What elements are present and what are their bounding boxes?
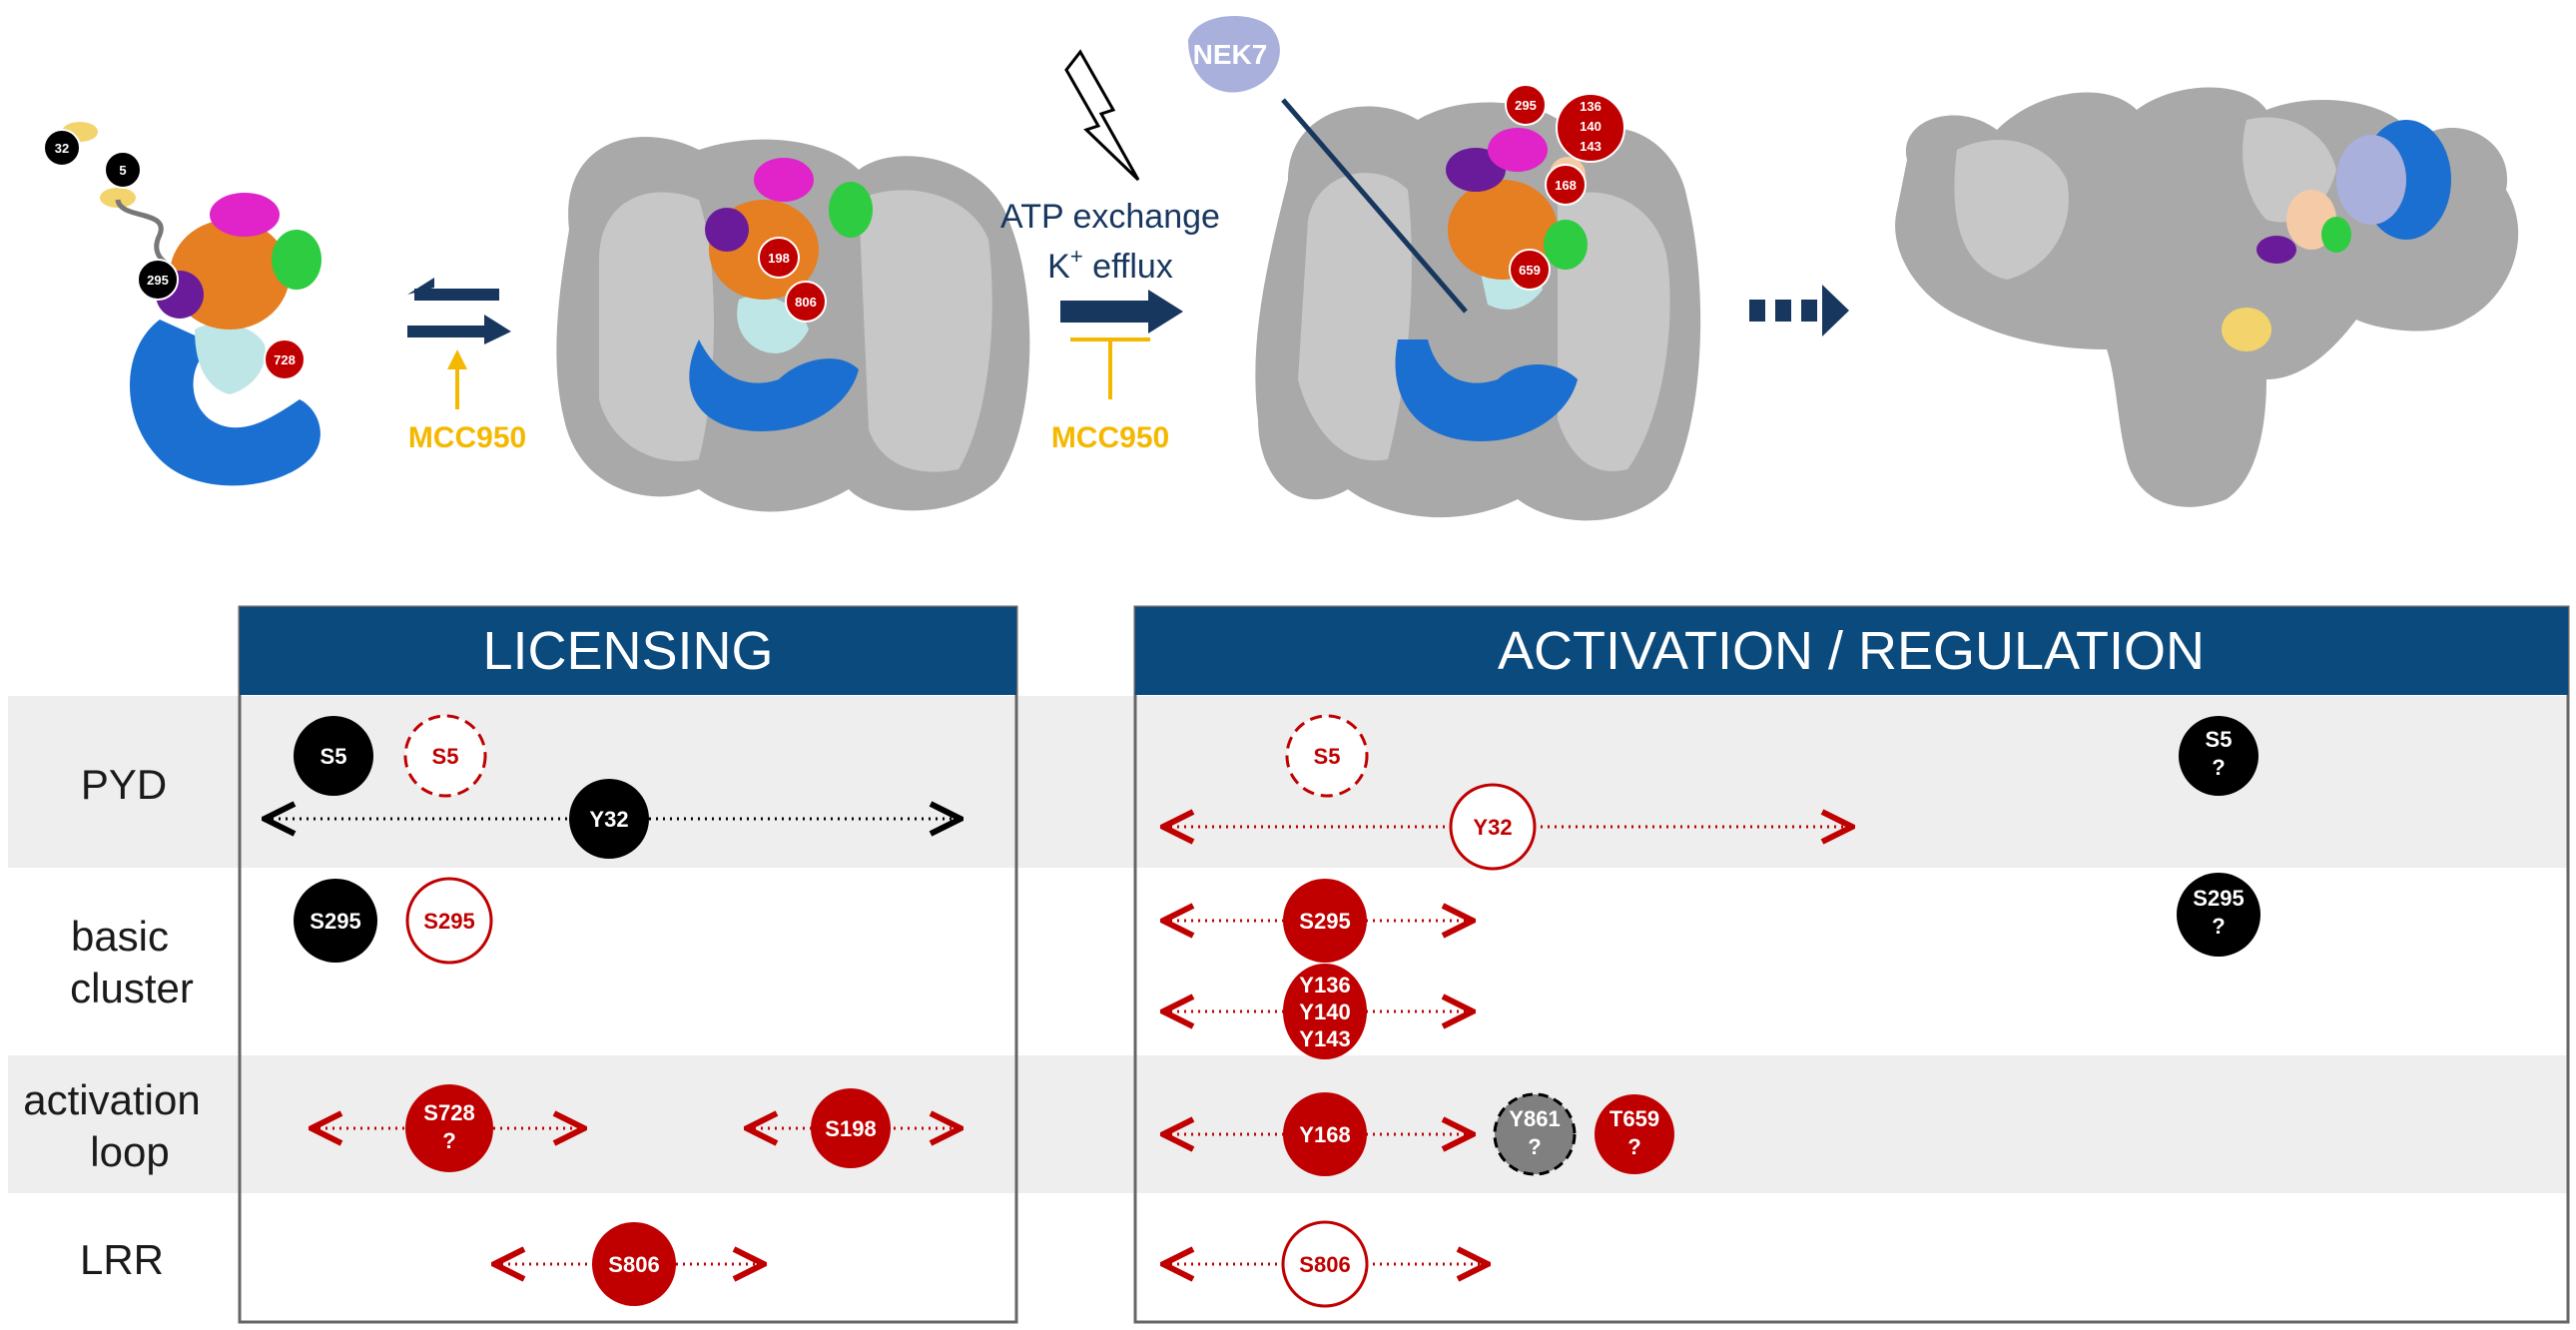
site-lic-pyd-y32: Y32 — [569, 779, 649, 859]
site-lic-basic-s295-open: S295 — [405, 877, 493, 965]
label-136-140-143: 136 140 143 — [1556, 93, 1625, 163]
svg-text:S806: S806 — [1299, 1252, 1350, 1277]
svg-text:Y32: Y32 — [1473, 815, 1512, 840]
label-295: 295 — [137, 259, 179, 301]
svg-text:MCC950: MCC950 — [1051, 421, 1169, 454]
label-295: 295 — [1505, 84, 1547, 126]
label-5: 5 — [104, 151, 142, 189]
svg-text:MCC950: MCC950 — [408, 421, 526, 454]
row-label-pyd: PYD — [81, 761, 167, 808]
nek7-bound-structure: NEK7 295 136 140 143 168 659 — [1188, 16, 1701, 521]
row-label-basic-2: cluster — [70, 965, 194, 1011]
svg-text:S295: S295 — [310, 909, 360, 934]
row-label-activation-1: activation — [23, 1076, 200, 1123]
svg-text:140: 140 — [1580, 119, 1602, 134]
lightning-icon — [1064, 49, 1140, 182]
svg-text:806: 806 — [795, 295, 817, 310]
site-lic-lrr-s806: S806 — [592, 1222, 676, 1306]
svg-text:S5: S5 — [1314, 744, 1341, 769]
svg-text:S806: S806 — [608, 1252, 659, 1277]
label-728: 728 — [264, 338, 306, 380]
svg-text:S5: S5 — [2206, 727, 2233, 752]
row-label-lrr: LRR — [80, 1236, 164, 1283]
site-lic-act-s728: S728 ? — [405, 1084, 493, 1172]
svg-text:?: ? — [442, 1128, 455, 1153]
svg-text:Y32: Y32 — [589, 807, 628, 832]
site-act-pyd-s5-dashed: S5 — [1285, 714, 1369, 798]
activation-title: ACTIVATION / REGULATION — [1498, 621, 2205, 681]
atp-exchange-label: ATP exchange — [1000, 198, 1220, 236]
svg-text:295: 295 — [1515, 98, 1537, 113]
svg-text:198: 198 — [768, 251, 790, 266]
site-act-basic-y136-y140-y143: Y136 Y140 Y143 — [1283, 964, 1367, 1059]
site-lic-act-s198: S198 — [811, 1088, 891, 1168]
site-lic-basic-s295-black: S295 — [294, 879, 377, 963]
svg-text:168: 168 — [1555, 178, 1577, 193]
site-act-basic-s295: S295 — [1283, 879, 1367, 963]
svg-text:Y143: Y143 — [1299, 1026, 1350, 1051]
svg-text:?: ? — [1627, 1134, 1640, 1159]
svg-text:Y168: Y168 — [1299, 1122, 1350, 1147]
svg-text:5: 5 — [119, 163, 126, 178]
svg-text:32: 32 — [55, 141, 69, 156]
activation-arrow-icon — [1060, 290, 1183, 333]
label-32: 32 — [43, 129, 81, 167]
licensing-title: LICENSING — [482, 621, 773, 681]
dashed-arrow-icon — [1749, 285, 1849, 336]
svg-text:Y136: Y136 — [1299, 973, 1350, 998]
svg-text:S295: S295 — [423, 909, 474, 934]
svg-text:659: 659 — [1519, 263, 1541, 278]
site-lic-pyd-s5-dashed: S5 — [403, 714, 487, 798]
inactive-cage-structure: 198 806 — [556, 136, 1030, 512]
svg-text:S728: S728 — [423, 1100, 474, 1125]
label-806: 806 — [785, 281, 827, 323]
svg-text:728: 728 — [274, 352, 296, 367]
licensing-panel: LICENSING — [238, 605, 1018, 1324]
svg-text:S295: S295 — [2193, 886, 2244, 911]
site-act-pyd-y32: Y32 — [1449, 783, 1537, 871]
site-act-lrr-s806: S806 — [1281, 1220, 1369, 1308]
activation-panel: ACTIVATION / REGULATION — [1133, 605, 2570, 1324]
svg-text:S295: S295 — [1299, 909, 1350, 934]
site-act-pyd-s5-black: S5 ? — [2179, 716, 2258, 796]
row-label-activation-2: loop — [90, 1128, 169, 1175]
svg-text:?: ? — [2212, 914, 2225, 939]
svg-text:143: 143 — [1580, 139, 1602, 154]
svg-text:S198: S198 — [825, 1116, 876, 1141]
site-act-act-t659: T659 ? — [1595, 1094, 1674, 1174]
svg-text:Y140: Y140 — [1299, 999, 1350, 1024]
svg-text:?: ? — [1528, 1134, 1541, 1159]
inhibition-bar-icon: MCC950 — [1051, 337, 1169, 454]
row-label-basic-1: basic — [71, 913, 169, 960]
k-efflux-label: K+ efflux — [1047, 244, 1173, 286]
svg-text:S5: S5 — [432, 744, 459, 769]
row-bg-pyd — [8, 696, 2568, 868]
mcc950-inhibition-left: MCC950 — [408, 349, 526, 454]
nek7-protein: NEK7 — [1188, 16, 1468, 314]
monomer-structure: 32 5 295 728 — [43, 122, 322, 486]
label-659: 659 — [1509, 249, 1551, 291]
svg-text:136: 136 — [1580, 99, 1602, 114]
svg-text:T659: T659 — [1610, 1106, 1659, 1131]
site-act-act-y168: Y168 — [1283, 1092, 1367, 1176]
svg-text:295: 295 — [147, 273, 169, 288]
svg-text:NEK7: NEK7 — [1193, 39, 1268, 70]
svg-text:?: ? — [2212, 755, 2225, 780]
inflammasome-structure — [1895, 87, 2519, 507]
site-act-basic-s295-black: S295 ? — [2177, 873, 2260, 957]
label-198: 198 — [758, 237, 800, 279]
label-168: 168 — [1545, 164, 1587, 206]
svg-text:Y861: Y861 — [1509, 1106, 1560, 1131]
site-act-act-y861: Y861 ? — [1493, 1092, 1577, 1176]
svg-text:S5: S5 — [321, 744, 347, 769]
site-lic-pyd-s5-black: S5 — [294, 716, 373, 796]
equilibrium-arrows-icon — [407, 278, 511, 344]
